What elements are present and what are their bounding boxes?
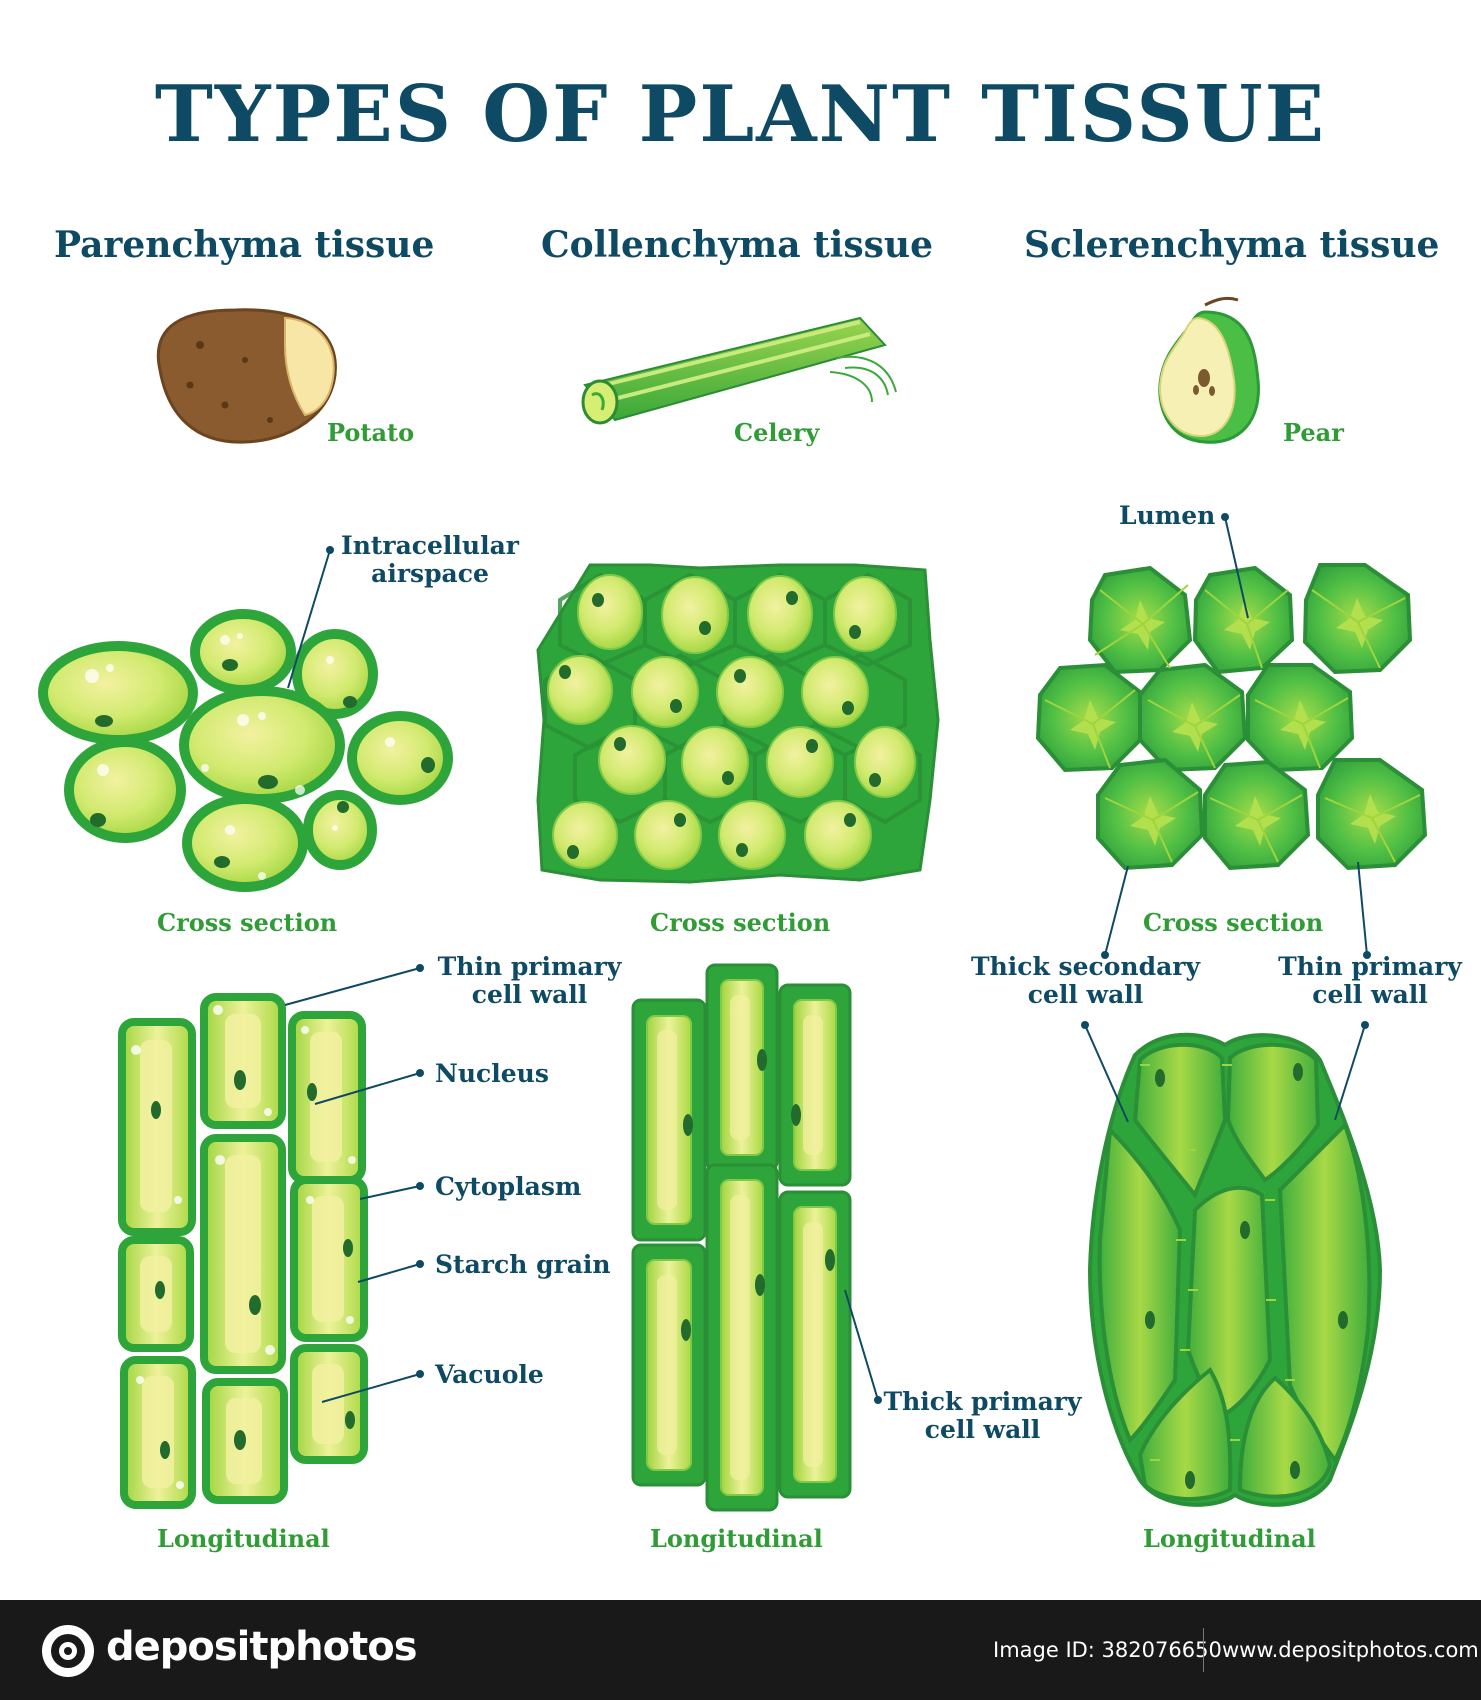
page-title: TYPES OF PLANT TISSUE: [154, 69, 1327, 160]
callout-intracellular-airspace: Intracellular airspace: [341, 531, 519, 588]
callout-cytoplasm: Cytoplasm: [435, 1172, 582, 1201]
parenchyma-heading: Parenchyma tissue: [54, 224, 435, 266]
callout-thin-primary-cell-wall: Thin primary cell wall: [437, 952, 622, 1009]
sclerenchyma-longitudinal-label: Longitudinal: [1143, 1524, 1316, 1553]
collenchyma-cross-section: [536, 563, 940, 884]
collenchyma-longitudinal-label: Longitudinal: [650, 1524, 823, 1553]
callout-thick-secondary-cell-wall: Thick secondary cell wall: [971, 952, 1200, 1009]
footer-bar: depositphotos Image ID: 382076650 www.de…: [0, 1600, 1481, 1700]
parenchyma-cross-section-label: Cross section: [157, 908, 338, 937]
footer-divider: [1203, 1628, 1204, 1672]
image-id: Image ID: 382076650: [993, 1638, 1222, 1662]
depositphotos-logo-icon: [42, 1625, 94, 1677]
collenchyma-longitudinal: [631, 963, 852, 1512]
parenchyma-longitudinal-label: Longitudinal: [157, 1524, 330, 1553]
parenchyma-longitudinal: [118, 993, 368, 1509]
callout-lumen: Lumen: [1119, 501, 1216, 530]
callout-nucleus: Nucleus: [435, 1059, 549, 1088]
leader-dots: [326, 513, 1371, 1404]
sclerenchyma-cross-section-label: Cross section: [1143, 908, 1324, 937]
brand-name[interactable]: depositphotos: [106, 1624, 418, 1670]
leader-lines: [284, 516, 1368, 1403]
sclerenchyma-heading: Sclerenchyma tissue: [1024, 224, 1440, 266]
celery-label: Celery: [734, 418, 820, 447]
callout-thick-primary-cell-wall: Thick primary cell wall: [883, 1387, 1082, 1444]
callout-starch-grain: Starch grain: [435, 1250, 611, 1279]
potato-label: Potato: [327, 418, 415, 447]
pear-icon: [1158, 296, 1260, 444]
potato-icon: [156, 308, 337, 444]
pear-label: Pear: [1283, 418, 1344, 447]
collenchyma-heading: Collenchyma tissue: [541, 224, 933, 266]
celery-icon: [581, 316, 897, 425]
parenchyma-cross-section: [38, 609, 453, 892]
callout-sclerenchyma-thin-primary-cell-wall: Thin primary cell wall: [1278, 952, 1462, 1009]
sclerenchyma-longitudinal: [1087, 1032, 1383, 1507]
sclerenchyma-cross-section: [1035, 563, 1428, 871]
callout-vacuole: Vacuole: [435, 1360, 544, 1389]
site-link[interactable]: www.depositphotos.com: [1222, 1638, 1479, 1662]
plant-tissue-diagram: [38, 296, 1428, 1512]
collenchyma-cross-section-label: Cross section: [650, 908, 831, 937]
